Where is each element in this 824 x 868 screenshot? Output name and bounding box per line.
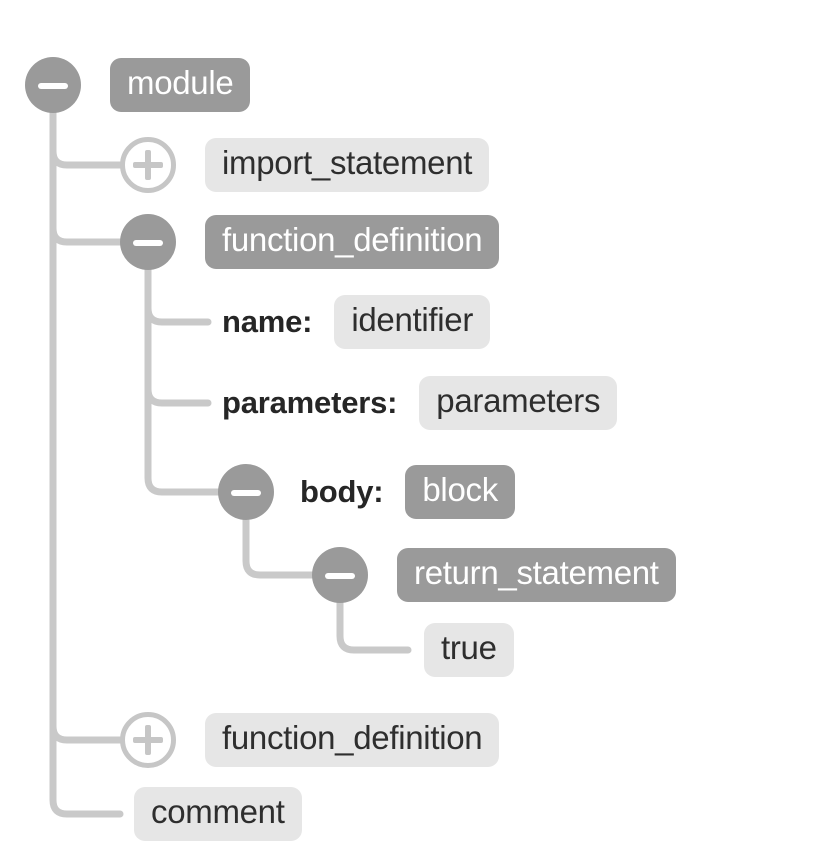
tree-edge	[242, 516, 316, 579]
node-type-pill[interactable]: comment	[134, 787, 302, 841]
tree-edge	[49, 109, 124, 744]
tree-edge	[49, 109, 124, 246]
field-label: parameters:	[222, 385, 398, 420]
field-label: name:	[222, 304, 313, 339]
tree-row[interactable]: import_statement	[120, 137, 490, 193]
minus-circle-icon[interactable]	[218, 464, 274, 520]
tree-row[interactable]: body: block	[218, 464, 515, 520]
node-type-pill[interactable]: module	[110, 58, 251, 112]
tree-edge	[144, 266, 212, 407]
tree-edge	[144, 266, 212, 326]
tree-row[interactable]: function_definition	[120, 214, 500, 270]
tree-edge	[49, 109, 124, 818]
tree-row[interactable]: function_definition	[120, 712, 500, 768]
plus-circle-icon[interactable]	[120, 712, 176, 768]
tree-edge	[144, 266, 222, 496]
tree-row[interactable]: true	[424, 623, 514, 677]
tree-edge	[49, 109, 124, 169]
minus-circle-icon[interactable]	[312, 547, 368, 603]
node-type-pill[interactable]: function_definition	[205, 713, 500, 767]
node-type-pill[interactable]: return_statement	[397, 548, 676, 602]
node-type-pill[interactable]: true	[424, 623, 514, 677]
node-type-pill[interactable]: function_definition	[205, 215, 500, 269]
tree-row[interactable]: module	[25, 57, 251, 113]
minus-circle-icon[interactable]	[120, 214, 176, 270]
field-label: body:	[300, 474, 384, 509]
tree-row[interactable]: return_statement	[312, 547, 676, 603]
tree-row[interactable]: parameters: parameters	[222, 376, 618, 430]
tree-row[interactable]: comment	[134, 787, 302, 841]
node-type-pill[interactable]: identifier	[334, 295, 491, 349]
minus-circle-icon[interactable]	[25, 57, 81, 113]
tree-row[interactable]: name: identifier	[222, 295, 491, 349]
plus-circle-icon[interactable]	[120, 137, 176, 193]
node-type-pill[interactable]: parameters	[419, 376, 618, 430]
node-type-pill[interactable]: block	[405, 465, 515, 519]
tree-edge	[336, 599, 412, 654]
node-type-pill[interactable]: import_statement	[205, 138, 490, 192]
